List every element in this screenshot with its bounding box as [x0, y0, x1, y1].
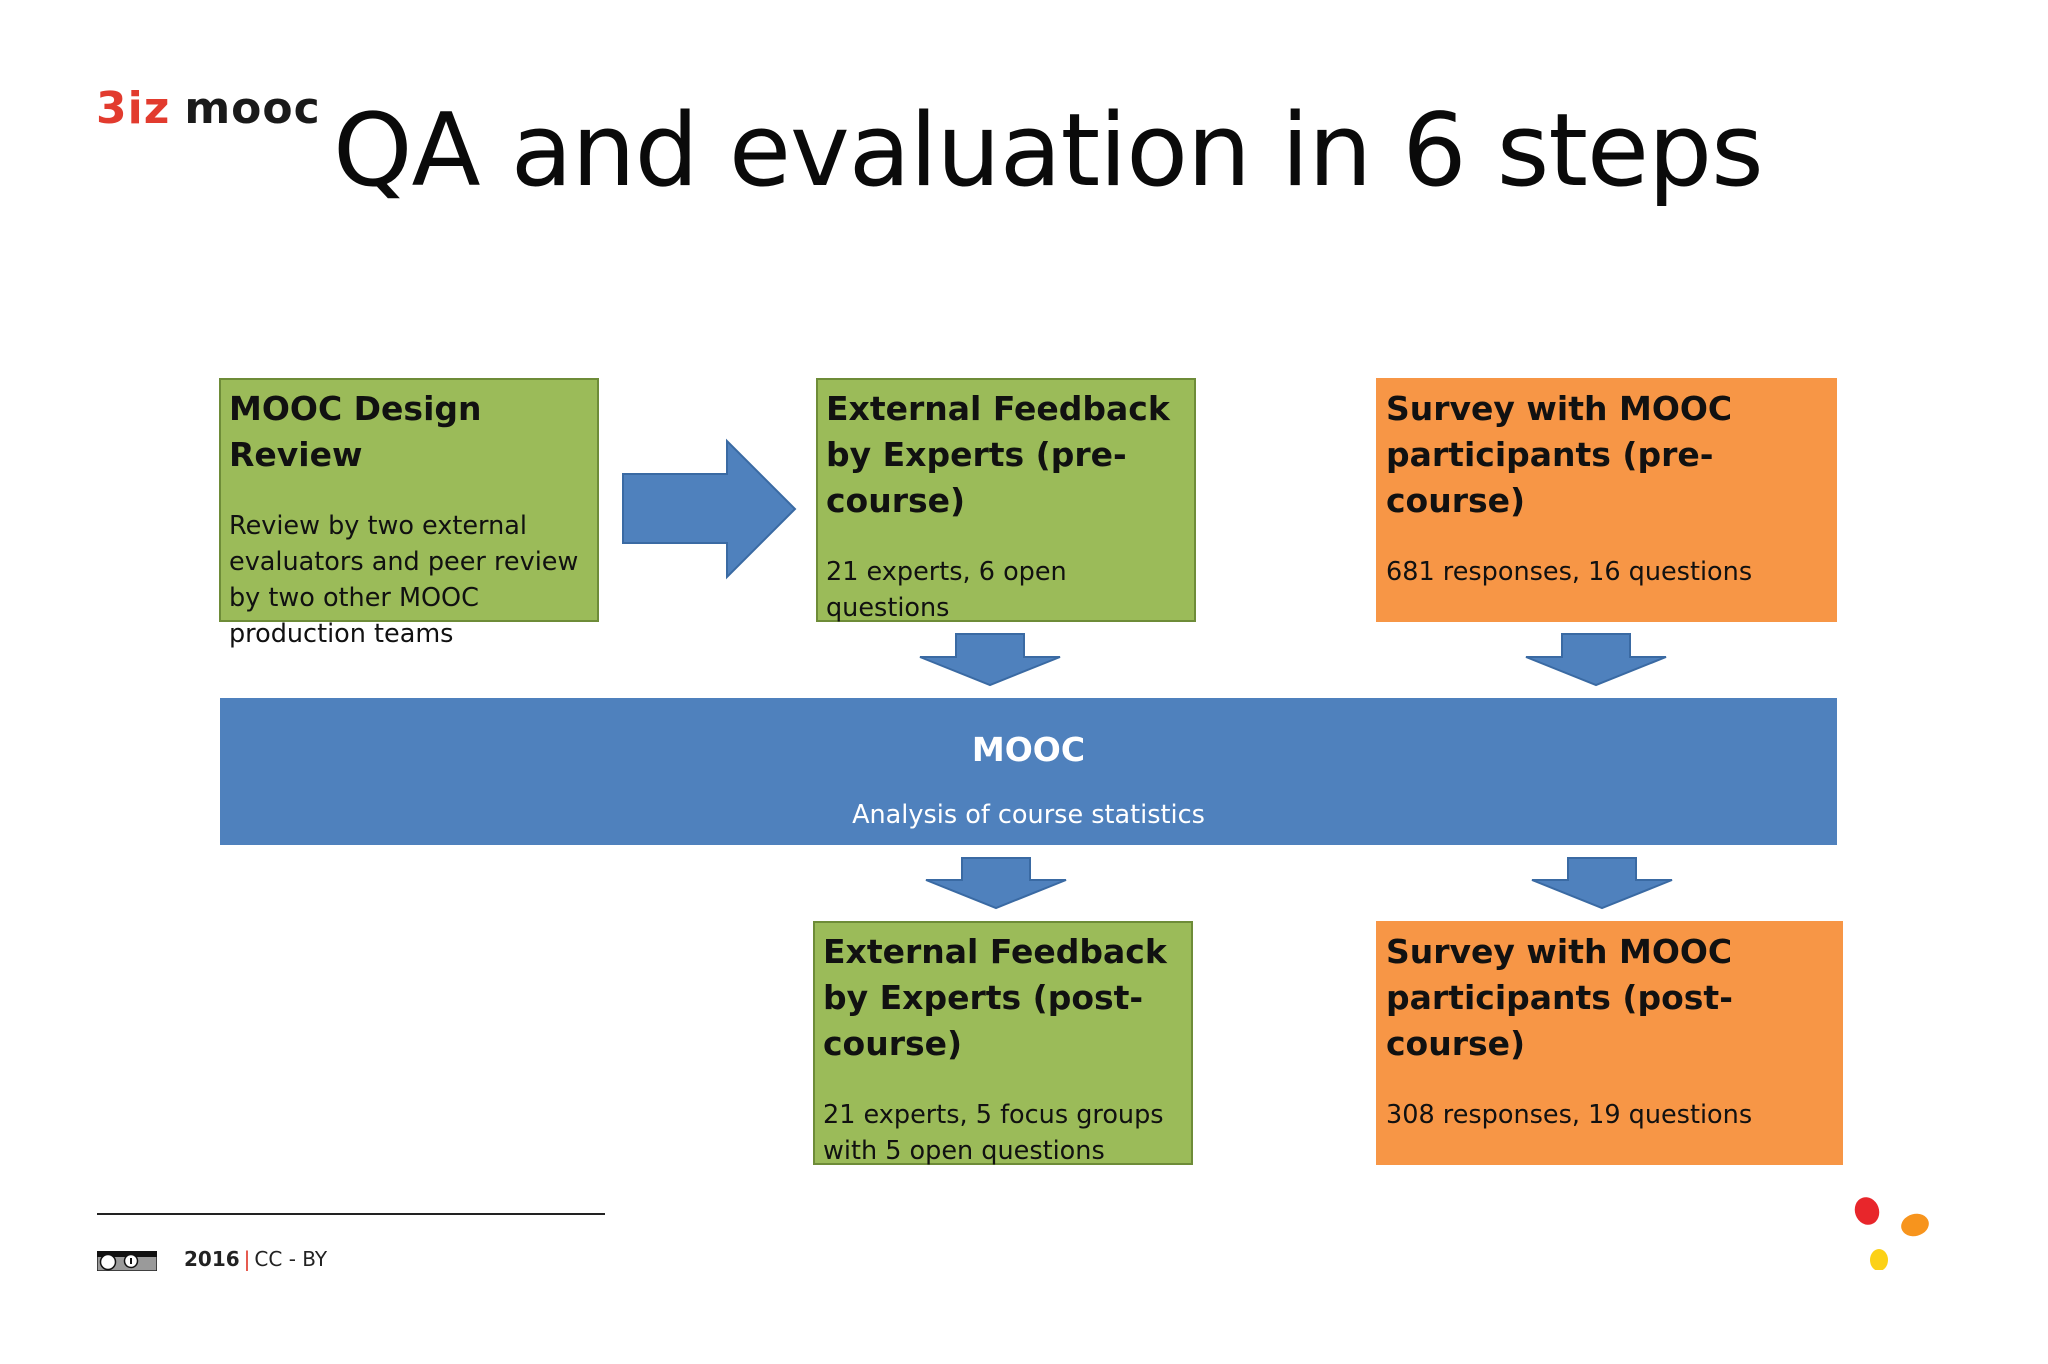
footer-license: 2016|CC - BY	[184, 1247, 327, 1271]
survey-pre-text: 681 responses, 16 questions	[1386, 557, 1753, 587]
colored-dots-icon	[1854, 1197, 1929, 1270]
right-arrow-icon	[622, 438, 797, 580]
down-arrow-icon	[925, 857, 1067, 910]
cc-by-icon	[97, 1251, 157, 1271]
slide-title: QA and evaluation in 6 steps	[333, 91, 1764, 209]
external-feedback-pre-text: 21 experts, 6 open questions	[826, 557, 1067, 623]
external-feedback-post-title: External Feedback by Experts (post-cours…	[823, 932, 1167, 1063]
footer-license-text: CC - BY	[254, 1247, 328, 1271]
survey-post-title: Survey with MOOC participants (post-cour…	[1386, 932, 1733, 1063]
external-feedback-pre-box: External Feedback by Experts (pre-course…	[816, 378, 1196, 623]
mooc-box: MOOC Analysis of course statistics	[220, 698, 1837, 845]
external-feedback-pre-title: External Feedback by Experts (pre-course…	[826, 389, 1170, 520]
survey-post-text: 308 responses, 19 questions	[1386, 1100, 1753, 1130]
logo-biz-text: 3iz	[96, 82, 171, 134]
design-review-title: MOOC Design Review	[229, 389, 482, 474]
biz-mooc-logo: 3iz mooc	[96, 80, 321, 136]
external-feedback-post-text: 21 experts, 5 focus groups with 5 open q…	[823, 1100, 1164, 1166]
footer-separator: |	[243, 1247, 251, 1271]
survey-pre-box: Survey with MOOC participants (pre-cours…	[1376, 378, 1837, 622]
footer-divider	[97, 1213, 605, 1215]
down-arrow-icon	[1531, 857, 1673, 910]
down-arrow-icon	[919, 633, 1061, 687]
design-review-box: MOOC Design Review Review by two externa…	[219, 378, 599, 649]
mooc-analysis-text: Analysis of course statistics	[852, 800, 1205, 830]
survey-post-box: Survey with MOOC participants (post-cour…	[1376, 921, 1843, 1165]
logo-mooc-text: mooc	[184, 82, 321, 134]
external-feedback-post-box: External Feedback by Experts (post-cours…	[813, 921, 1193, 1166]
mooc-title: MOOC	[971, 730, 1086, 769]
down-arrow-icon	[1525, 633, 1667, 687]
survey-pre-title: Survey with MOOC participants (pre-cours…	[1386, 389, 1733, 520]
footer-year: 2016	[184, 1247, 240, 1271]
design-review-text: Review by two external evaluators and pe…	[229, 511, 579, 649]
